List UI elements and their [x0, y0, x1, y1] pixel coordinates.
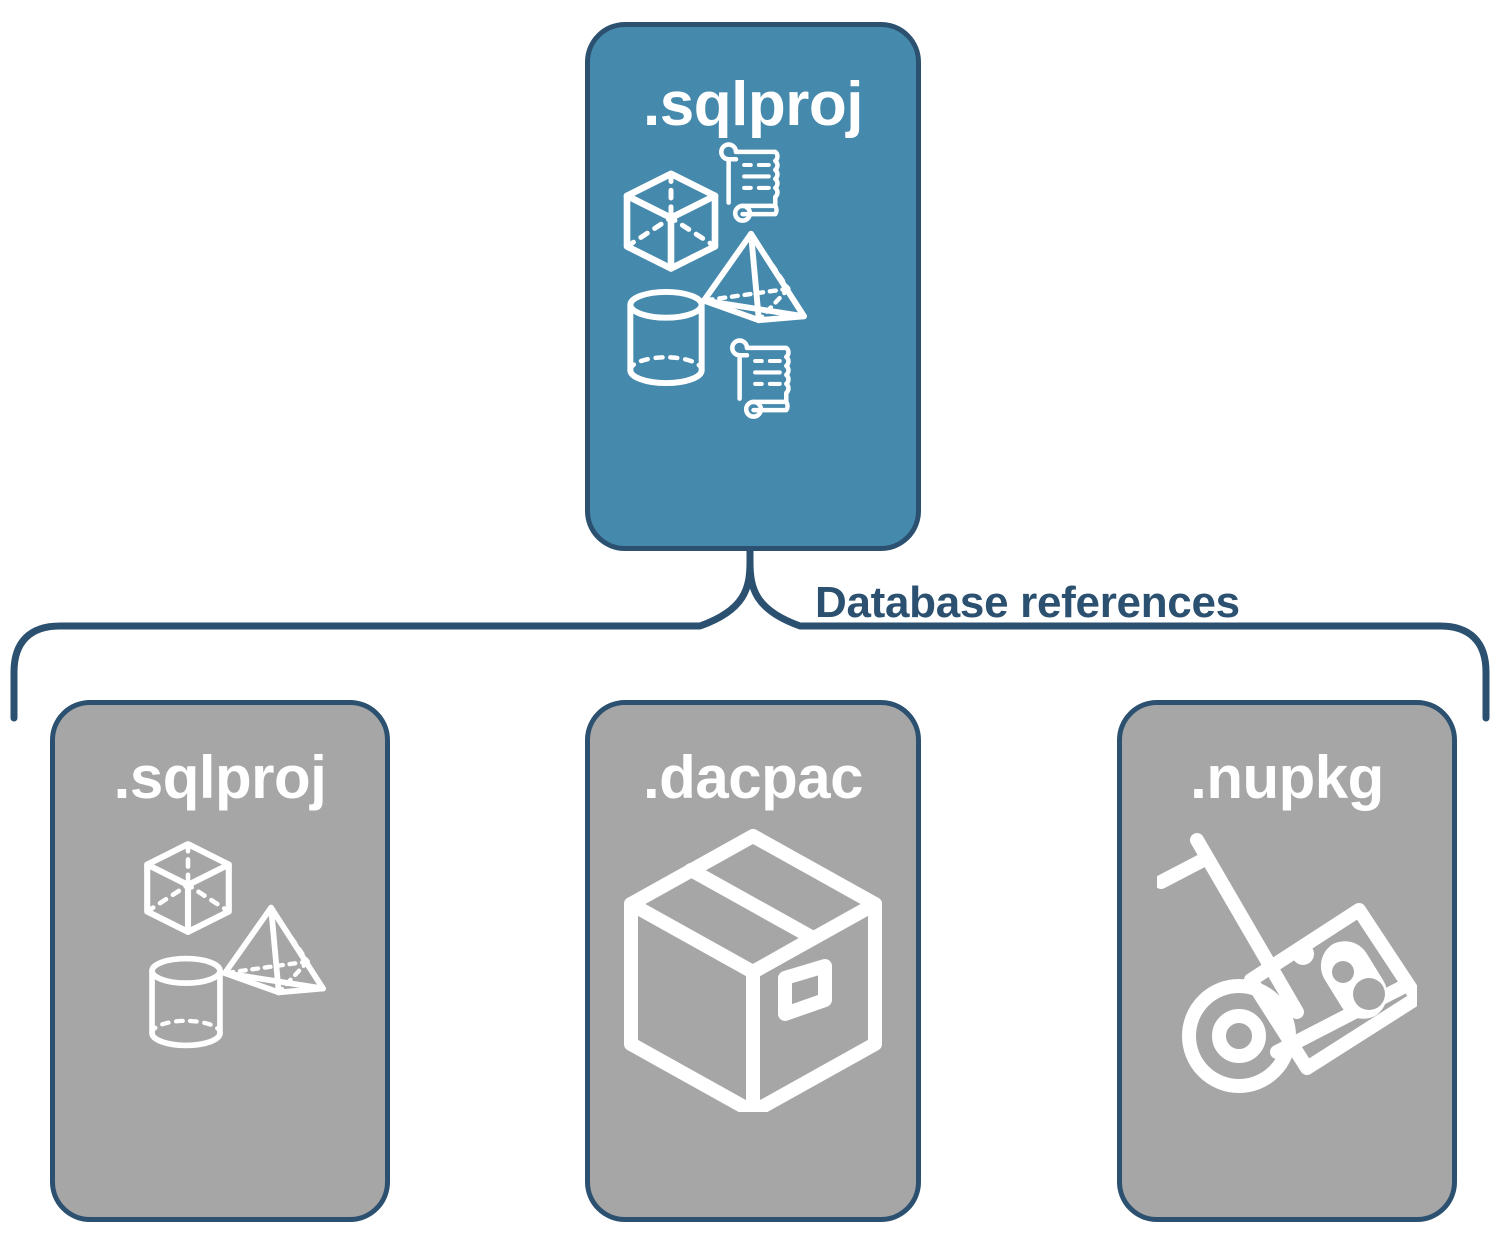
nuget-hand-truck-icon — [1157, 833, 1417, 1093]
card-title: .dacpac — [643, 744, 863, 811]
pyramid-icon — [701, 230, 807, 324]
card-root-sqlproj[interactable]: .sqlproj — [585, 22, 921, 551]
cube-icon — [144, 841, 232, 935]
card-reference-dacpac[interactable]: .dacpac — [585, 700, 921, 1222]
card-title: .sqlproj — [113, 744, 327, 811]
package-box-icon — [624, 829, 882, 1112]
card-icon-group — [55, 812, 385, 1217]
card-icon-group — [590, 140, 916, 546]
cube-icon — [623, 170, 719, 272]
card-title: .nupkg — [1190, 744, 1384, 811]
pyramid-icon — [222, 904, 326, 996]
card-title: .sqlproj — [643, 70, 863, 139]
scroll-icon — [719, 142, 780, 223]
card-icon-group — [1122, 812, 1452, 1217]
cylinder-icon — [149, 955, 223, 1049]
cylinder-icon — [627, 288, 705, 387]
scroll-icon — [730, 338, 791, 419]
connector-label: Database references — [815, 578, 1240, 627]
card-reference-sqlproj[interactable]: .sqlproj — [50, 700, 390, 1222]
card-reference-nupkg[interactable]: .nupkg — [1117, 700, 1457, 1222]
card-icon-group — [590, 812, 916, 1217]
